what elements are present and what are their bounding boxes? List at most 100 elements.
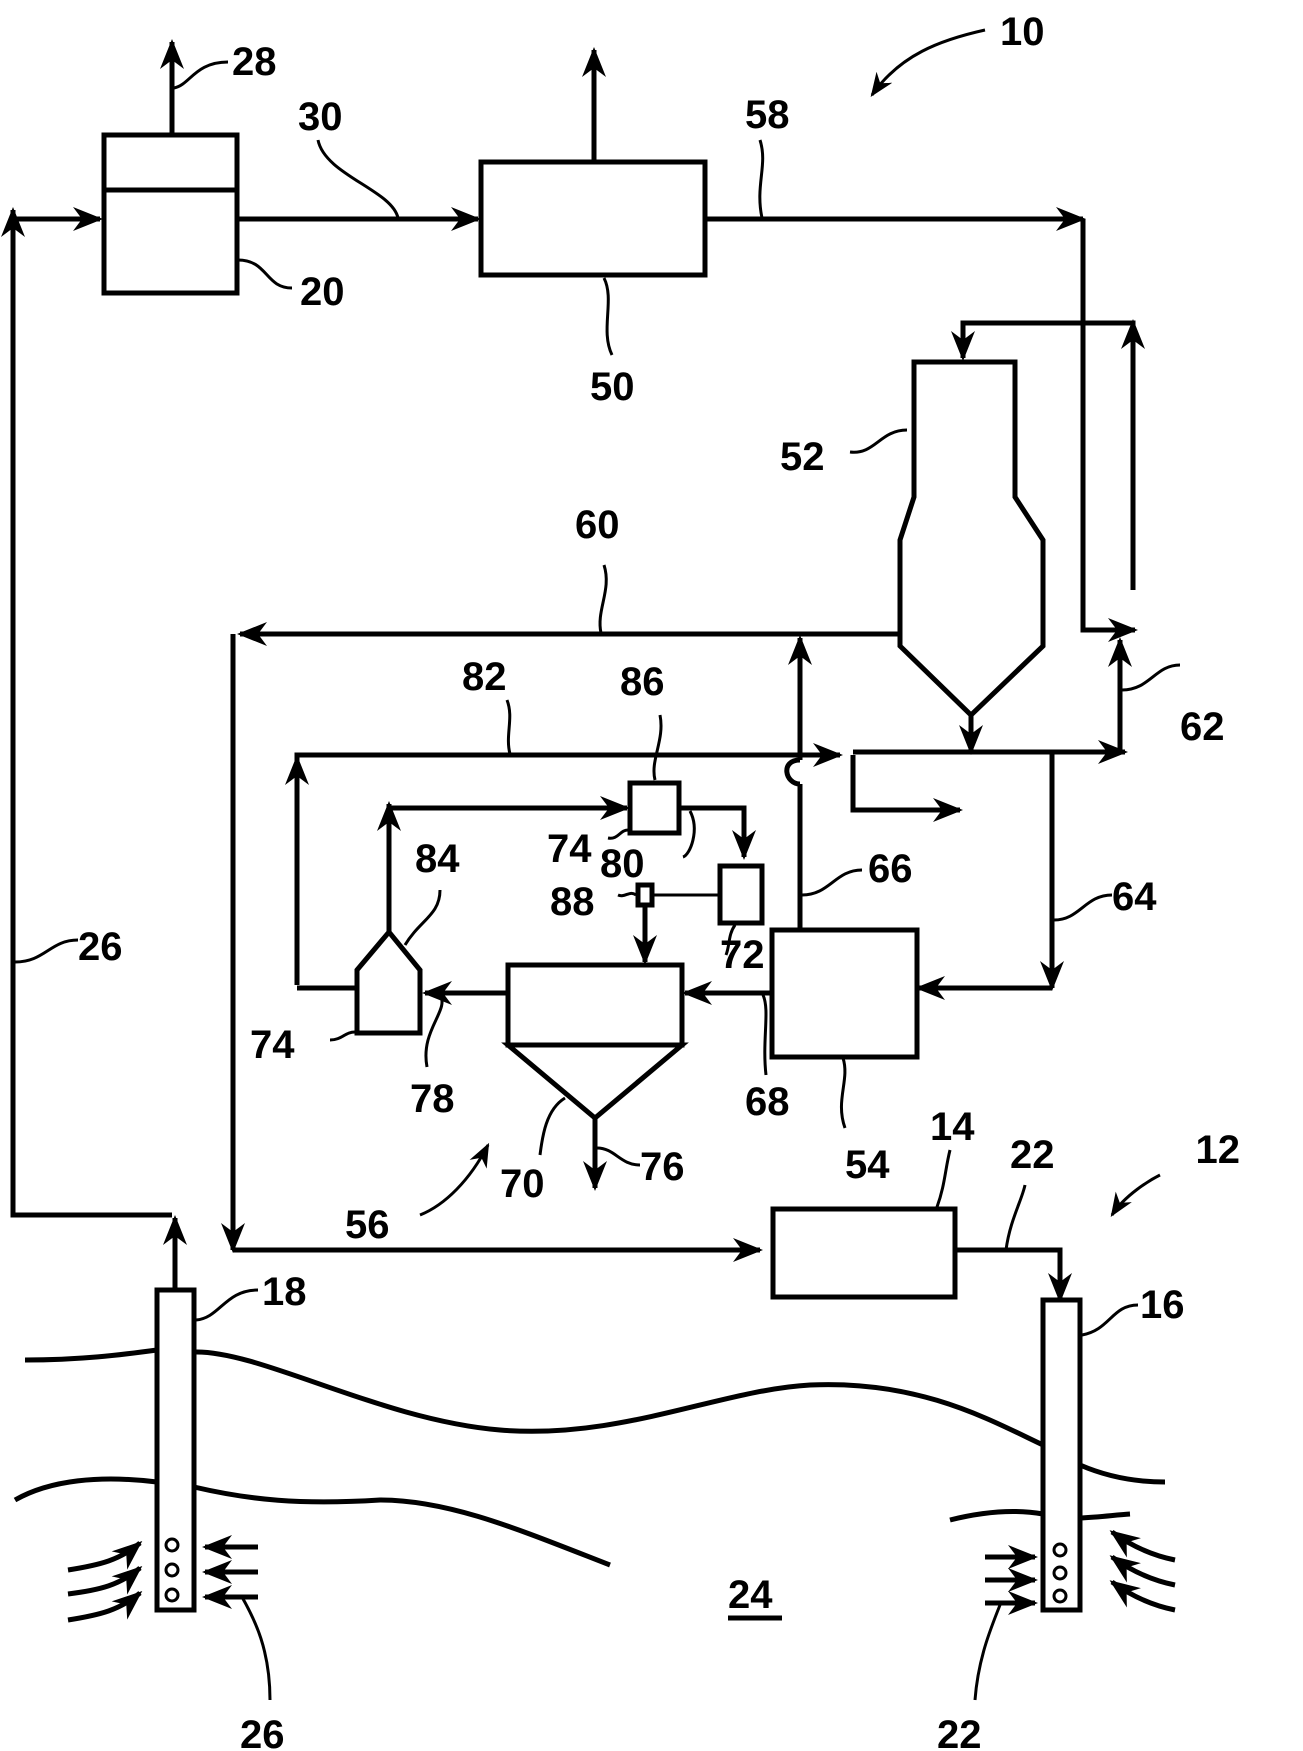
leader-22-upper xyxy=(1004,1184,1027,1251)
label-26-upper: 26 xyxy=(78,925,123,969)
stream-86-to-72 xyxy=(679,805,756,860)
leader-84 xyxy=(403,889,442,946)
formation-boundary-lower-right-b xyxy=(1079,1511,1131,1521)
leader-70 xyxy=(538,1096,566,1156)
influx-arrow xyxy=(67,1591,143,1623)
label-76: 76 xyxy=(640,1145,685,1189)
label-86: 86 xyxy=(620,660,665,704)
label-10: 10 xyxy=(1000,10,1045,54)
perforation xyxy=(164,1587,180,1603)
leader-76 xyxy=(596,1146,641,1167)
label-84: 84 xyxy=(415,837,460,881)
formation-boundary-lower xyxy=(193,1484,611,1568)
label-66: 66 xyxy=(868,847,913,891)
separator-74 xyxy=(354,928,423,1036)
unit-20 xyxy=(101,132,240,296)
label-24: 24 xyxy=(728,1573,773,1617)
label-82: 82 xyxy=(462,655,507,699)
formation-boundary-lower-left xyxy=(13,1476,158,1503)
leader-82 xyxy=(505,699,512,755)
leader-18 xyxy=(195,1288,259,1322)
label-68: 68 xyxy=(745,1080,790,1124)
stream-52-inlet-top xyxy=(951,320,1136,361)
label-88: 88 xyxy=(550,880,595,924)
mixer-86 xyxy=(627,780,682,836)
perforation xyxy=(164,1562,180,1578)
vessel-52 xyxy=(897,359,1046,719)
tank-70-cone xyxy=(501,1042,689,1122)
injection-unit-14 xyxy=(770,1206,958,1300)
crossover-jump xyxy=(784,757,801,787)
perforation xyxy=(1052,1542,1068,1558)
production-well-18 xyxy=(154,1287,197,1613)
leader-66 xyxy=(801,868,863,897)
leader-26-lower xyxy=(240,1596,272,1701)
pointer-56 xyxy=(419,1142,490,1217)
influx-arrow xyxy=(67,1566,143,1597)
leader-74-upper xyxy=(607,828,629,840)
perforation xyxy=(164,1537,180,1553)
unit-20-body xyxy=(101,132,240,296)
label-70: 70 xyxy=(500,1162,545,1206)
formation-boundary-upper-left xyxy=(24,1347,158,1363)
label-12: 12 xyxy=(1196,1128,1241,1172)
label-80: 80 xyxy=(600,842,645,886)
tank-70-body xyxy=(505,962,685,1048)
label-64: 64 xyxy=(1112,875,1157,919)
outflow-arrow xyxy=(1109,1554,1176,1588)
tank-70 xyxy=(501,962,689,1122)
perforation xyxy=(1052,1588,1068,1604)
label-50: 50 xyxy=(590,365,635,409)
stream-82-into-collector xyxy=(850,755,963,822)
leader-20 xyxy=(237,258,293,290)
leader-62 xyxy=(1121,663,1181,692)
leader-22-lower xyxy=(973,1604,1002,1701)
leader-78 xyxy=(424,994,444,1068)
label-58: 58 xyxy=(745,93,790,137)
leader-80 xyxy=(682,810,696,859)
label-26-lower: 26 xyxy=(240,1713,285,1751)
valve-88 xyxy=(635,882,655,908)
label-22-lower: 22 xyxy=(937,1713,982,1751)
leader-54 xyxy=(840,1057,847,1129)
formation-boundary-upper xyxy=(193,1349,1045,1448)
label-74-upper: 74 xyxy=(547,827,592,871)
pointer-12 xyxy=(1110,1173,1161,1218)
label-20: 20 xyxy=(300,270,345,314)
unit-54 xyxy=(769,927,920,1060)
formation-boundary-lower-right-a xyxy=(949,1509,1044,1523)
label-56: 56 xyxy=(345,1203,390,1247)
label-62: 62 xyxy=(1180,705,1225,749)
label-16: 16 xyxy=(1140,1283,1185,1327)
leader-68 xyxy=(761,994,768,1076)
label-74-lower: 74 xyxy=(250,1023,295,1067)
leader-16 xyxy=(1081,1303,1139,1337)
label-72: 72 xyxy=(720,933,765,977)
label-52: 52 xyxy=(780,435,825,479)
leader-14 xyxy=(935,1149,952,1208)
leader-74-lower xyxy=(329,1030,356,1042)
stream-26 xyxy=(10,207,172,1218)
leader-60 xyxy=(598,564,608,634)
perforation xyxy=(1052,1565,1068,1581)
label-14: 14 xyxy=(930,1105,975,1149)
unit-50 xyxy=(478,159,708,278)
leader-50 xyxy=(602,277,614,356)
dosing-unit-72 xyxy=(717,863,765,926)
pointer-10 xyxy=(870,28,986,97)
leader-88 xyxy=(617,891,637,898)
leader-28 xyxy=(173,60,229,90)
label-22-upper: 22 xyxy=(1010,1133,1055,1177)
label-60: 60 xyxy=(575,503,620,547)
injection-well-16 xyxy=(1040,1297,1083,1613)
label-28: 28 xyxy=(232,40,277,84)
stream-22 xyxy=(955,1247,1072,1303)
leader-64 xyxy=(1053,893,1113,922)
influx-arrow xyxy=(67,1541,143,1573)
label-54: 54 xyxy=(845,1143,890,1187)
formation-boundary-upper-right xyxy=(1079,1462,1166,1485)
leader-58 xyxy=(758,139,765,219)
label-18: 18 xyxy=(262,1270,307,1314)
label-78: 78 xyxy=(410,1077,455,1121)
